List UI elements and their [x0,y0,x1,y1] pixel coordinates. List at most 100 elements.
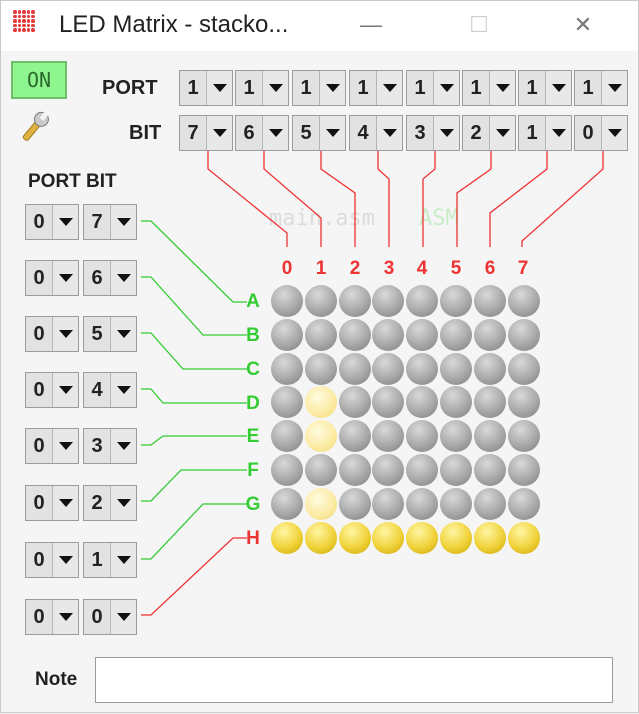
chevron-down-icon [53,486,78,520]
row-c-port-select[interactable]: 0 [25,316,79,352]
background-filetype: ASM [419,206,459,231]
led-c-1 [305,353,337,385]
column-5-port-select[interactable]: 1 [462,70,516,106]
wrench-icon[interactable] [15,109,55,145]
led-d-3 [372,386,404,418]
column-1-bit-select[interactable]: 6 [235,115,289,151]
chevron-down-icon [111,317,136,351]
row-e-bit-select[interactable]: 3 [83,428,137,464]
row-b-port-select[interactable]: 0 [25,260,79,296]
led-b-7 [508,319,540,351]
led-f-4 [406,454,438,486]
row-d-port-select[interactable]: 0 [25,372,79,408]
maximize-button[interactable]: ☐ [469,12,489,37]
column-4-port-select[interactable]: 1 [406,70,460,106]
led-f-0 [271,454,303,486]
led-b-0 [271,319,303,351]
led-c-7 [508,353,540,385]
column-7-bit-select[interactable]: 0 [574,115,628,151]
led-d-0 [271,386,303,418]
led-e-2 [339,420,371,452]
row-g-port-select[interactable]: 0 [25,542,79,578]
bit-label: BIT [129,122,162,144]
column-4-bit-select[interactable]: 3 [406,115,460,151]
column-0-port-select[interactable]: 1 [179,70,233,106]
chevron-down-icon [111,543,136,577]
led-g-1 [305,488,337,520]
chevron-down-icon [490,71,515,105]
column-2-bit-select[interactable]: 5 [292,115,346,151]
led-g-2 [339,488,371,520]
row-h-port-select[interactable]: 0 [25,599,79,635]
power-toggle-button[interactable]: ON [11,61,67,99]
column-number-6: 6 [484,258,496,279]
led-h-7 [508,522,540,554]
led-d-5 [440,386,472,418]
row-a-port-select[interactable]: 0 [25,204,79,240]
row-d-bit-select[interactable]: 4 [83,372,137,408]
led-d-4 [406,386,438,418]
row-e-port-select[interactable]: 0 [25,428,79,464]
column-2-port-select[interactable]: 1 [292,70,346,106]
led-f-3 [372,454,404,486]
led-b-6 [474,319,506,351]
chevron-down-icon [602,116,627,150]
led-d-1 [305,386,337,418]
led-g-6 [474,488,506,520]
row-h-bit-select[interactable]: 0 [83,599,137,635]
led-a-4 [406,285,438,317]
chevron-down-icon [53,317,78,351]
row-wire-h [141,537,247,616]
column-number-7: 7 [517,258,529,279]
chevron-down-icon [53,373,78,407]
window-title: LED Matrix - stacko... [59,11,289,38]
led-a-3 [372,285,404,317]
minimize-button[interactable]: — [360,12,382,37]
note-input[interactable] [95,657,613,703]
row-f-bit-select[interactable]: 2 [83,485,137,521]
column-5-bit-select[interactable]: 2 [462,115,516,151]
chevron-down-icon [111,205,136,239]
column-7-port-select[interactable]: 1 [574,70,628,106]
row-letter-b: B [246,325,260,346]
note-label: Note [35,669,78,690]
column-number-1: 1 [315,258,327,279]
led-e-7 [508,420,540,452]
led-g-7 [508,488,540,520]
column-number-2: 2 [349,258,361,279]
close-button[interactable]: ✕ [573,12,593,37]
chevron-down-icon [53,543,78,577]
led-f-7 [508,454,540,486]
column-6-bit-select[interactable]: 1 [518,115,572,151]
led-b-1 [305,319,337,351]
chevron-down-icon [377,116,402,150]
led-c-4 [406,353,438,385]
row-c-bit-select[interactable]: 5 [83,316,137,352]
led-a-5 [440,285,472,317]
chevron-down-icon [546,116,571,150]
column-3-bit-select[interactable]: 4 [349,115,403,151]
led-h-2 [339,522,371,554]
led-b-5 [440,319,472,351]
chevron-down-icon [434,116,459,150]
chevron-down-icon [320,116,345,150]
chevron-down-icon [53,261,78,295]
row-f-port-select[interactable]: 0 [25,485,79,521]
led-b-3 [372,319,404,351]
row-a-bit-select[interactable]: 7 [83,204,137,240]
column-6-port-select[interactable]: 1 [518,70,572,106]
column-1-port-select[interactable]: 1 [235,70,289,106]
column-number-3: 3 [383,258,395,279]
led-h-1 [305,522,337,554]
led-f-5 [440,454,472,486]
row-letter-c: C [246,359,260,380]
led-c-6 [474,353,506,385]
row-b-bit-select[interactable]: 6 [83,260,137,296]
column-0-bit-select[interactable]: 7 [179,115,233,151]
column-number-4: 4 [416,258,428,279]
row-letter-d: D [246,393,260,414]
row-g-bit-select[interactable]: 1 [83,542,137,578]
column-3-port-select[interactable]: 1 [349,70,403,106]
port-label: PORT [102,77,158,99]
